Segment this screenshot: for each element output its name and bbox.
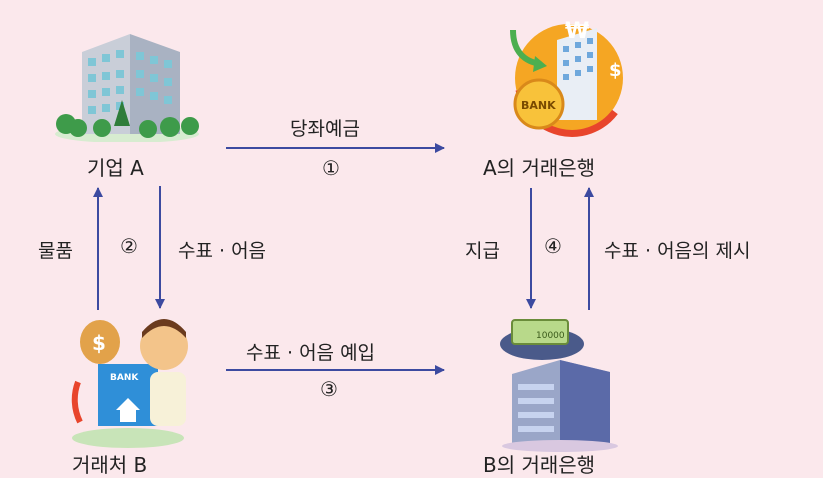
deposit-label: 당좌예금 <box>290 118 360 140</box>
step-4-number: ④ <box>544 234 562 258</box>
svg-text:₩: ₩ <box>565 20 589 44</box>
bank-a-icon: ₩ $ BANK <box>510 20 623 137</box>
bank-a-badge: BANK <box>521 99 556 112</box>
business-person-icon: BANK $ <box>71 319 188 448</box>
bank-b-icon: 10000 <box>500 319 618 452</box>
partner-b-badge: BANK <box>110 373 139 383</box>
bank-b-bill-text: 10000 <box>536 331 565 341</box>
bank-b-label: B의 거래은행 <box>483 453 596 477</box>
payment-label: 지급 <box>465 240 500 262</box>
svg-text:$: $ <box>92 331 106 355</box>
step-3-number: ③ <box>320 377 338 401</box>
office-building-icon <box>55 34 199 142</box>
goods-label: 물품 <box>38 240 73 262</box>
partner-b-label: 거래처 B <box>72 453 148 477</box>
company-a-label: 기업 A <box>87 156 144 180</box>
check-issue-label: 수표 · 어음 <box>178 240 267 262</box>
step-2-number: ② <box>120 234 138 258</box>
check-deposit-label: 수표 · 어음 예입 <box>246 342 376 364</box>
presentation-label: 수표 · 어음의 제시 <box>604 240 751 262</box>
svg-text:$: $ <box>609 60 622 81</box>
step-1-number: ① <box>322 156 340 180</box>
bank-a-label: A의 거래은행 <box>483 156 596 180</box>
